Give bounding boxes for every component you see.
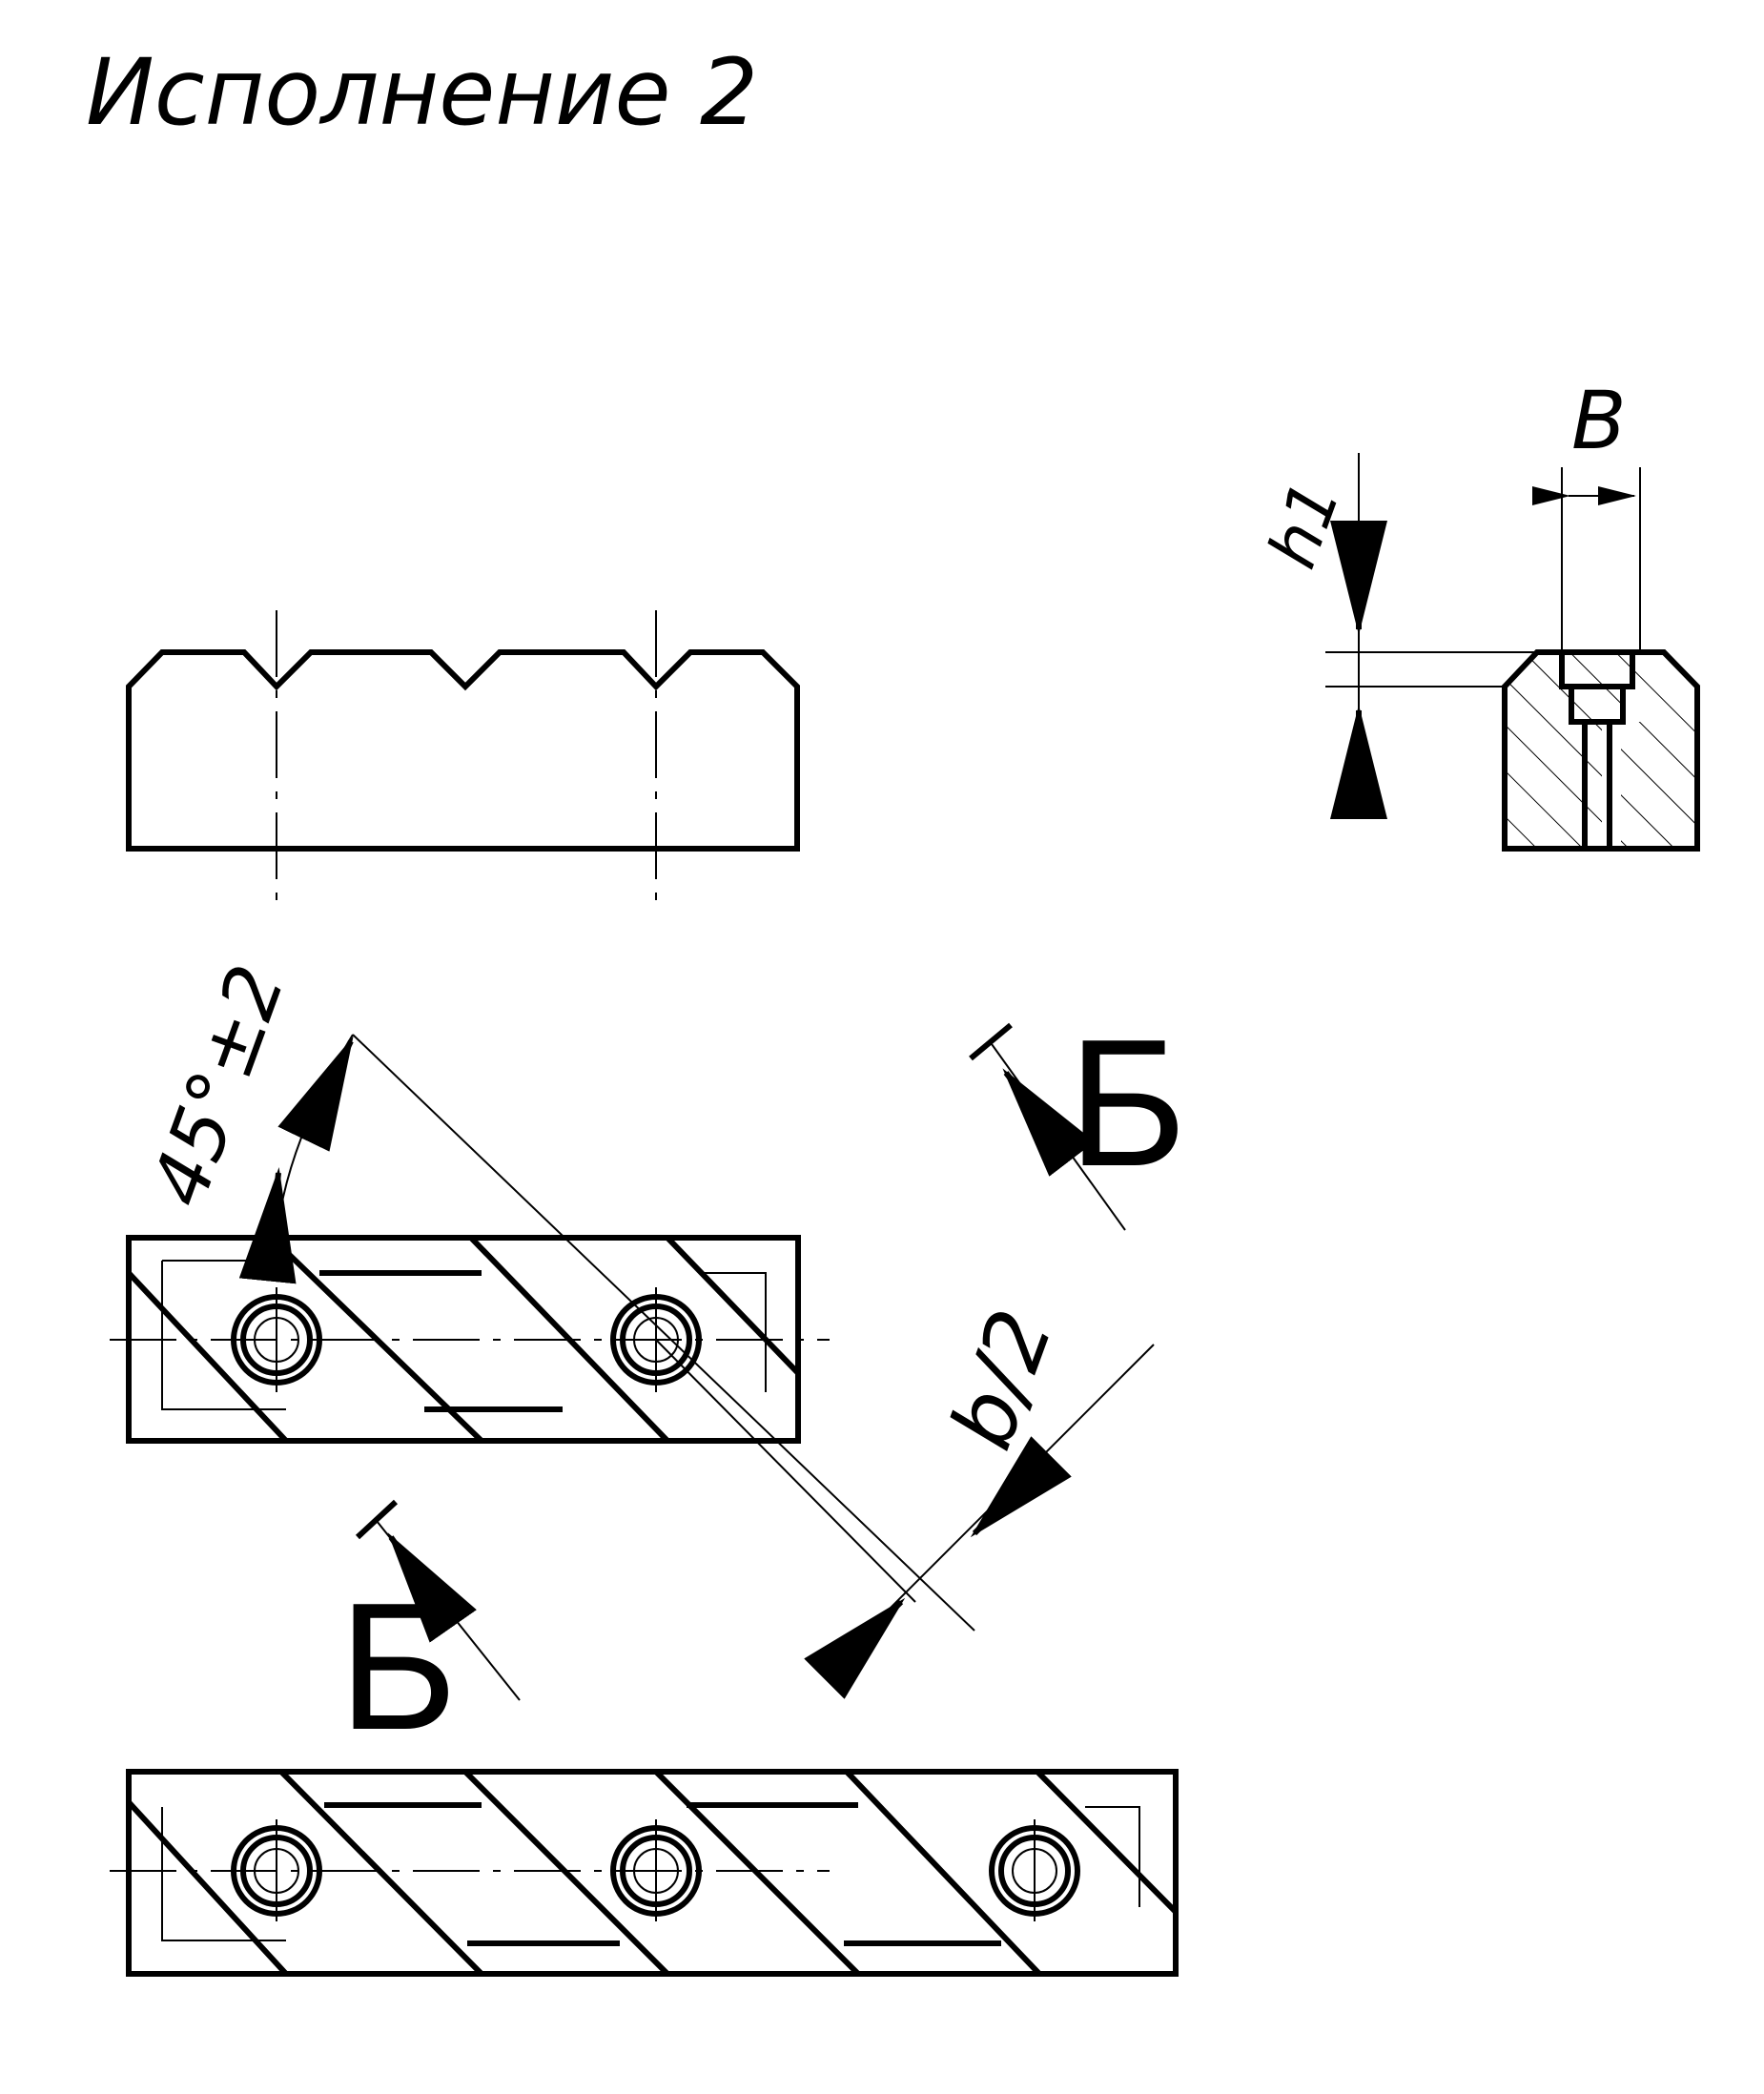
front-view xyxy=(126,610,800,911)
section-mark-bottom: Б xyxy=(338,1499,521,1768)
page-title: Исполнение 2 xyxy=(86,39,758,146)
top-view-short xyxy=(110,1235,830,1444)
half-b-dimension: b/2 xyxy=(804,1298,1155,1699)
section-mark-top: Б xyxy=(969,1002,1187,1231)
half-b-label: b/2 xyxy=(932,1298,1073,1462)
angle-dimension: 45°±2 xyxy=(133,955,975,1632)
dim-b-label: B xyxy=(1571,374,1627,467)
section-mark-bottom-label: Б xyxy=(338,1566,458,1768)
section-mark-top-label: Б xyxy=(1068,1002,1187,1204)
top-view-long xyxy=(110,1769,1179,1977)
dim-h1-label: h1 xyxy=(1253,471,1355,578)
section-view: B h1 xyxy=(1253,374,1700,852)
